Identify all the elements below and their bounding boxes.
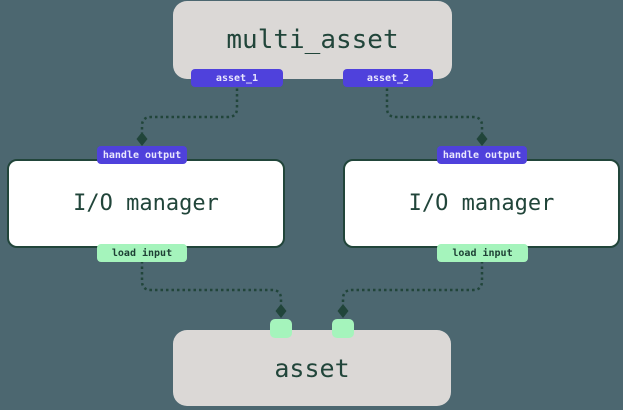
edge-asset2-to-right-io [385,83,484,133]
load-input-badge-left-label: load input [111,247,173,259]
node-multi-asset: multi_asset [173,1,452,79]
output-badge-asset-2: asset_2 [343,69,433,87]
asset-label: asset [274,353,350,383]
arrowhead-diamond [136,132,148,146]
handle-output-badge-right-label: handle output [442,149,522,161]
node-asset: asset [173,330,451,406]
node-io-manager-right: I/O manager [343,159,620,248]
load-input-badge-left: load input [97,244,187,262]
multi-asset-label: multi_asset [226,25,399,55]
handle-output-badge-left-label: handle output [102,149,182,161]
io-manager-left-label: I/O manager [73,191,219,216]
arrowhead-diamond [275,304,287,318]
edge-asset1-to-left-io [140,83,239,133]
handle-output-badge-left: handle output [97,146,187,164]
edge-right-io-to-asset [341,261,484,305]
output-badge-asset-1: asset_1 [191,69,283,87]
node-io-manager-left: I/O manager [7,159,285,248]
output-badge-asset-2-label: asset_2 [366,72,410,84]
edge-left-io-to-asset [140,261,283,305]
arrowhead-diamond [337,304,349,318]
asset-input-port-left [270,319,292,338]
arrowhead-diamond [476,132,488,146]
output-badge-asset-1-label: asset_1 [215,72,259,84]
asset-input-port-right [332,319,354,338]
load-input-badge-right-label: load input [452,247,513,259]
load-input-badge-right: load input [437,244,528,262]
handle-output-badge-right: handle output [437,146,527,164]
io-manager-right-label: I/O manager [408,191,555,216]
